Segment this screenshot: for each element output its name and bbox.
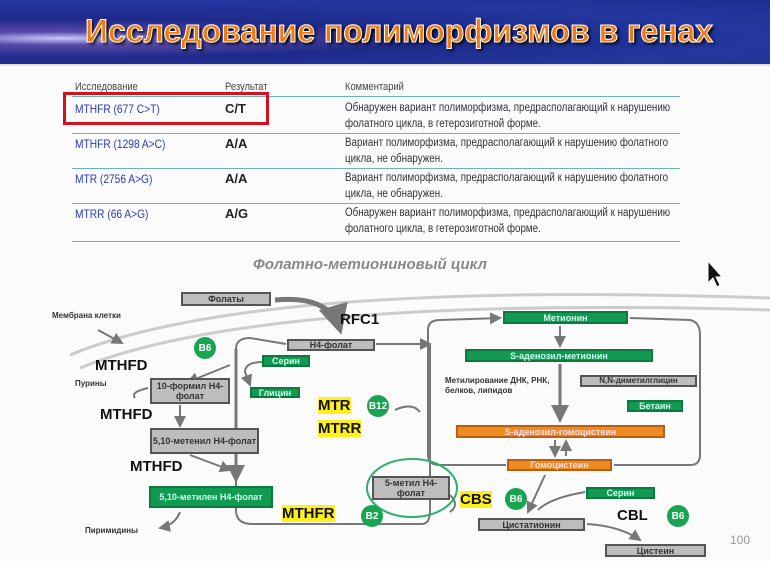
rfc1-label: RFC1: [340, 311, 380, 328]
serine-box: Серин: [262, 355, 310, 367]
divider: [72, 168, 680, 169]
comment: Обнаружен вариант полиморфизма, предрасп…: [345, 102, 671, 130]
b6-badge: B6: [194, 337, 216, 359]
gene-name: MTRR (66 A>G): [75, 207, 149, 221]
methenyl-box: 5,10-метенил H4-фолат: [150, 428, 259, 454]
cysteine-box: Цистеин: [605, 544, 706, 557]
cystathionine-box: Цистатионин: [478, 518, 585, 531]
sah-box: S-аденозил-гомоцистеин: [456, 425, 665, 438]
header-study: Исследование: [75, 81, 138, 93]
result: A/G: [225, 206, 249, 221]
gene-name: MTHFR (1298 A>C): [75, 137, 166, 151]
dmg-box: N,N-диметилглицин: [580, 375, 697, 387]
h4-folate-box: H4-фолат: [287, 339, 375, 351]
comment: Обнаружен вариант полиморфизма, предрасп…: [345, 207, 671, 235]
header-comment: Комментарий: [345, 81, 404, 93]
result: A/A: [225, 171, 248, 186]
mthfd-label: MTHFD: [95, 357, 148, 374]
comment: Вариант полиморфизма, предрасполагающий …: [345, 172, 669, 200]
divider: [72, 96, 680, 97]
serine-box-2: Серин: [586, 487, 655, 499]
slide-title: Исследование полиморфизмов в генах: [84, 13, 714, 50]
diagram-title: Фолатно-метиониновый цикл: [252, 256, 487, 273]
divider: [72, 241, 680, 242]
divider: [72, 203, 680, 204]
b6-badge: B6: [667, 505, 689, 527]
betaine-box: Бетаин: [627, 400, 683, 412]
header-result: Результат: [225, 81, 268, 93]
methionine-box: Метионин: [503, 311, 628, 324]
membrane-label: Мембрана клетки: [52, 311, 121, 320]
gene-name: MTHFR (677 C>T): [75, 102, 160, 116]
folates-box: Фолаты: [181, 292, 271, 306]
formyl-box: 10-формил H4-фолат: [150, 378, 230, 404]
gene-name: MTR (2756 A>G): [75, 172, 153, 186]
glycine-box: Глицин: [250, 387, 300, 398]
mthfd-label: MTHFD: [100, 406, 153, 423]
b2-badge: B2: [361, 505, 383, 527]
comment: Вариант полиморфизма, предрасполагающий …: [345, 137, 669, 165]
sam-box: S-аденозил-метионин: [465, 349, 653, 362]
homocysteine-box: Гомоцистеин: [507, 459, 612, 471]
mtrr-label: MTRR: [318, 420, 362, 437]
divider: [72, 133, 680, 134]
mthfd-label: MTHFD: [130, 458, 183, 475]
title-banner: Исследование полиморфизмов в генах: [0, 0, 770, 66]
highlight-box: [63, 92, 269, 125]
methylation-label: Метилирование ДНК, РНК, белков, липидов: [445, 376, 550, 395]
result: C/T: [225, 101, 246, 116]
cbl-label: CBL: [617, 507, 648, 524]
purines-label: Пурины: [75, 379, 107, 388]
methylene-box: 5,10-метилен H4-фолат: [149, 486, 273, 508]
cbs-label: CBS: [460, 491, 492, 508]
methyl-folate-box: 5-метил H4-фолат: [372, 476, 450, 500]
pyrimidines-label: Пиримидины: [85, 526, 138, 535]
mthfr-label: MTHFR: [282, 505, 335, 522]
result: A/A: [225, 136, 248, 151]
b12-badge: B12: [367, 395, 389, 417]
mtr-label: MTR: [318, 397, 351, 414]
page-number: 100: [730, 533, 751, 547]
b6-badge: B6: [505, 488, 527, 510]
